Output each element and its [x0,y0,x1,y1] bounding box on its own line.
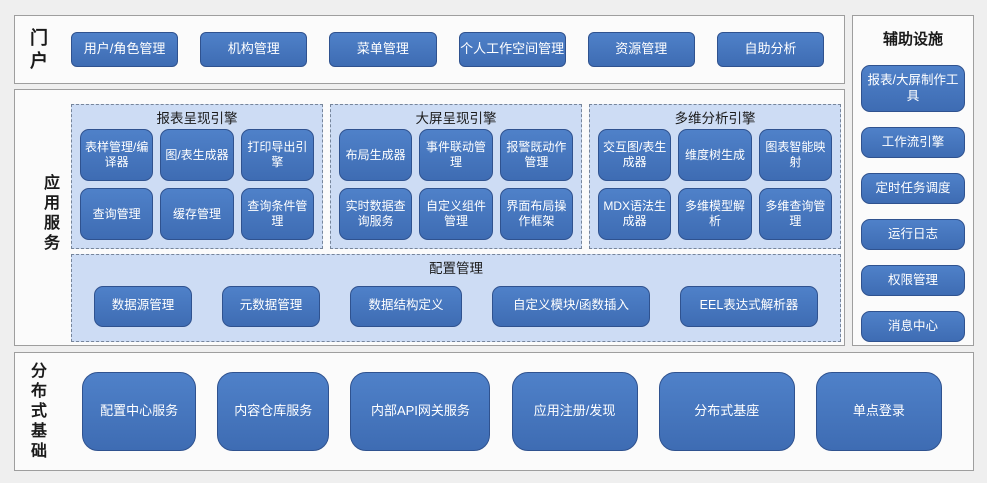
engine-node: 图/表生成器 [160,129,234,181]
distributed-node-row: 配置中心服务 内容仓库服务 内部API网关服务 应用注册/发现 分布式基座 单点… [49,372,973,451]
aux-node-report-maker-tool: 报表/大屏制作工具 [861,65,965,112]
engine-node: 界面布局操作框架 [499,188,573,240]
config-node-datasource-mgmt: 数据源管理 [94,285,192,327]
config-node-metadata-mgmt: 元数据管理 [222,285,320,327]
distributed-base-panel: 分布式基础 配置中心服务 内容仓库服务 内部API网关服务 应用注册/发现 分布… [14,352,974,471]
auxiliary-node-column: 报表/大屏制作工具 工作流引擎 定时任务调度 运行日志 权限管理 消息中心 [861,65,965,342]
olap-engine-section: 多维分析引擎 交互图/表生成器 维度树生成 图表智能映射 MDX语法生成器 多维… [589,104,841,249]
report-engine-section: 报表呈现引擎 表样管理/编译器 图/表生成器 打印导出引擎 查询管理 缓存管理 … [71,104,323,249]
distributed-base-label: 分布式基础 [30,362,47,460]
config-node-eel-parser: EEL表达式解析器 [680,285,818,327]
portal-node-self-analysis: 自助分析 [716,32,825,67]
engine-node: 图表智能映射 [758,129,832,181]
engine-node: 缓存管理 [160,188,234,240]
engine-node: 报警既动作管理 [499,129,573,181]
portal-panel: 门户 用户/角色管理 机构管理 菜单管理 个人工作空间管理 资源管理 自助分析 [14,15,845,84]
auxiliary-panel: 辅助设施 报表/大屏制作工具 工作流引擎 定时任务调度 运行日志 权限管理 消息… [852,15,974,346]
engine-title: 大屏呈现引擎 [415,111,497,126]
config-node-row: 数据源管理 元数据管理 数据结构定义 自定义模块/函数插入 EEL表达式解析器 [72,279,840,341]
engine-node: 查询条件管理 [240,188,314,240]
engine-title: 报表呈现引擎 [156,111,238,126]
engine-node: 打印导出引擎 [240,129,314,181]
engine-node: 自定义组件管理 [419,188,493,240]
engine-node-grid: 交互图/表生成器 维度树生成 图表智能映射 MDX语法生成器 多维模型解析 多维… [590,129,840,248]
config-node-custom-module: 自定义模块/函数插入 [492,285,650,327]
aux-node-run-log: 运行日志 [861,219,965,250]
dist-node-sso: 单点登录 [815,372,942,451]
portal-node-org-mgmt: 机构管理 [200,32,308,67]
app-services-panel: 应用服务 报表呈现引擎 表样管理/编译器 图/表生成器 打印导出引擎 查询管理 … [14,89,845,346]
engine-node: MDX语法生成器 [598,188,672,240]
dist-node-app-registry: 应用注册/发现 [511,372,638,451]
auxiliary-title: 辅助设施 [882,31,943,48]
engine-node: 查询管理 [80,188,154,240]
aux-node-workflow-engine: 工作流引擎 [861,127,965,158]
engine-title: 多维分析引擎 [674,111,756,126]
engine-node: 多维查询管理 [758,188,832,240]
engine-node: 实时数据查询服务 [339,188,413,240]
dist-node-config-center: 配置中心服务 [82,372,197,451]
aux-node-message-center: 消息中心 [861,311,965,342]
engine-node-grid: 布局生成器 事件联动管理 报警既动作管理 实时数据查询服务 自定义组件管理 界面… [331,129,581,248]
aux-node-task-scheduler: 定时任务调度 [861,173,965,204]
config-node-data-structure: 数据结构定义 [350,285,462,327]
bigscreen-engine-section: 大屏呈现引擎 布局生成器 事件联动管理 报警既动作管理 实时数据查询服务 自定义… [330,104,582,249]
dist-node-distributed-base: 分布式基座 [658,372,795,451]
engine-node: 维度树生成 [678,129,752,181]
config-section-title: 配置管理 [429,261,483,276]
engine-node: 多维模型解析 [678,188,752,240]
engine-node: 布局生成器 [339,129,413,181]
app-services-label: 应用服务 [43,175,60,252]
portal-label: 门户 [30,28,48,71]
dist-node-api-gateway: 内部API网关服务 [350,372,491,451]
engine-node: 交互图/表生成器 [598,129,672,181]
portal-node-row: 用户/角色管理 机构管理 菜单管理 个人工作空间管理 资源管理 自助分析 [49,32,844,67]
aux-node-permission-mgmt: 权限管理 [861,265,965,296]
portal-node-user-role-mgmt: 用户/角色管理 [71,32,179,67]
portal-node-workspace-mgmt: 个人工作空间管理 [458,32,566,67]
dist-node-content-repo: 内容仓库服务 [217,372,330,451]
engine-node-grid: 表样管理/编译器 图/表生成器 打印导出引擎 查询管理 缓存管理 查询条件管理 [72,129,322,248]
config-mgmt-section: 配置管理 数据源管理 元数据管理 数据结构定义 自定义模块/函数插入 EEL表达… [71,254,841,342]
portal-node-menu-mgmt: 菜单管理 [329,32,437,67]
engine-node: 事件联动管理 [419,129,493,181]
portal-node-resource-mgmt: 资源管理 [587,32,695,67]
engine-node: 表样管理/编译器 [80,129,154,181]
